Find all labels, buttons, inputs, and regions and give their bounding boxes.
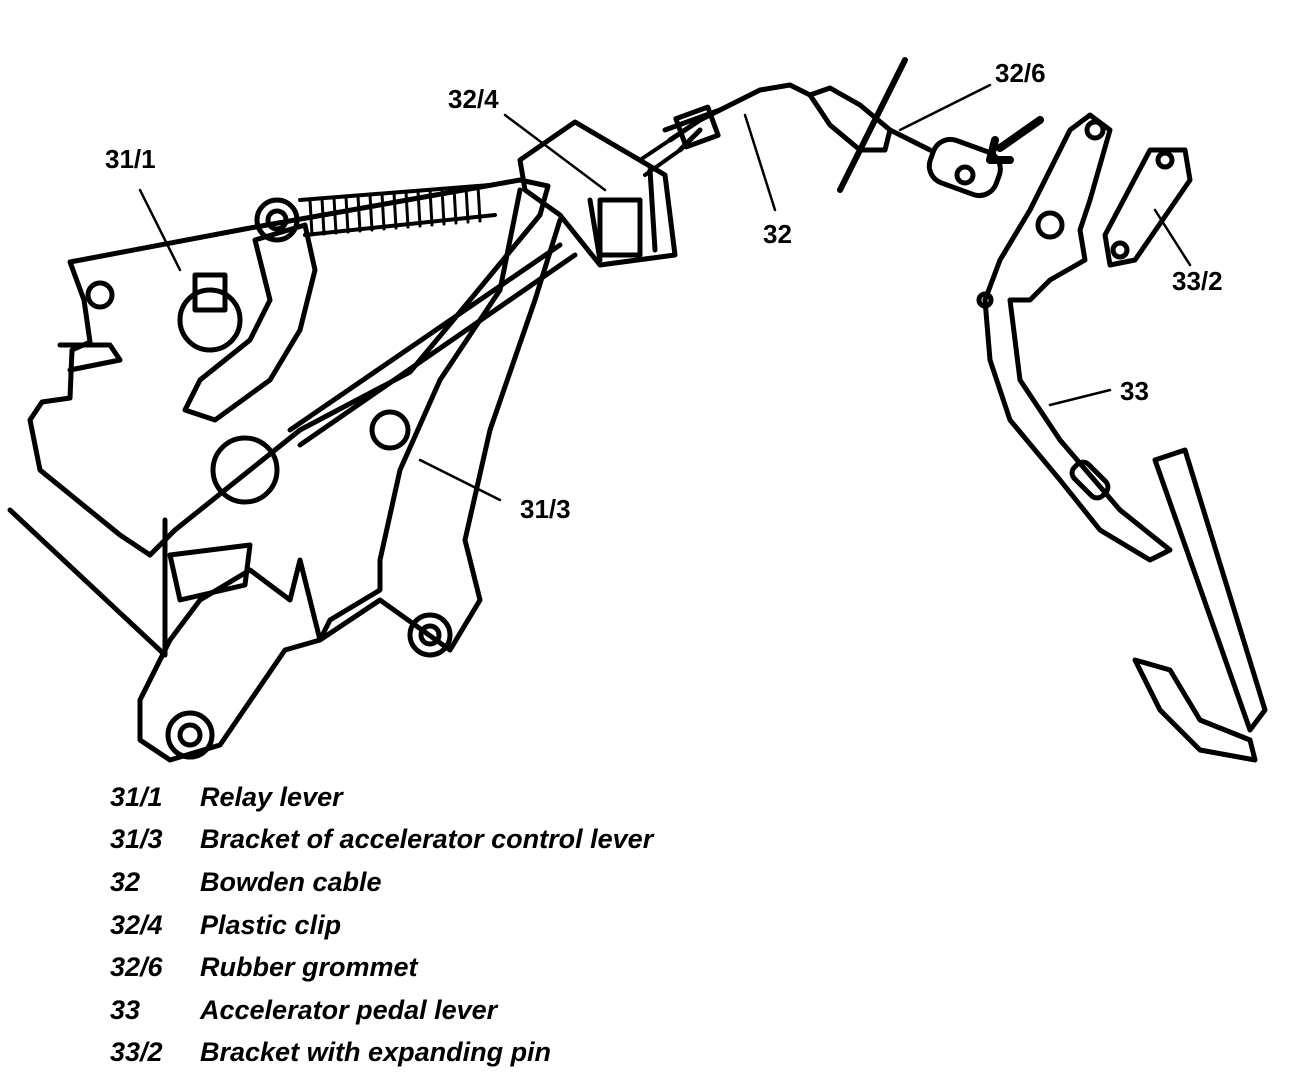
plastic-clip [517,119,678,268]
legend-row: 32/4 Plastic clip [110,904,653,947]
mounting-plate [27,177,551,558]
callout-32: 32 [763,219,792,249]
legend-row: 33 Accelerator pedal lever [110,989,653,1032]
expanding-pin-bracket [1102,147,1193,268]
legend-code: 32 [110,866,141,897]
accelerator-pedal-lever [982,112,1173,563]
callout-33: 33 [1120,376,1149,406]
legend-code: 31/1 [110,781,163,812]
callout-31-3: 31/3 [520,494,571,524]
relay-lever-bolt [254,197,300,243]
legend-code: 33 [110,994,141,1025]
legend-row: 33/2 Bracket with expanding pin [110,1032,653,1075]
rubber-grommet [807,85,893,153]
legend-description: Rubber grommet [200,952,418,983]
legend-description: Bracket with expanding pin [200,1037,552,1068]
legend-code: 32/6 [110,952,163,983]
legend-row: 31/1 Relay lever [110,776,653,819]
legend-row: 31/3 Bracket of accelerator control leve… [110,819,653,862]
bracket-nut-left [165,710,215,760]
relay-lever [182,222,318,423]
legend-description: Plastic clip [200,909,342,940]
callout-31-1: 31/1 [105,144,156,174]
cable-end-eye [926,136,1003,199]
callout-32-4: 32/4 [448,84,499,114]
parts-legend: 31/1 Relay lever 31/3 Bracket of acceler… [110,776,653,1074]
callout-32-6: 32/6 [995,58,1046,88]
legend-code: 31/3 [110,824,163,855]
accelerator-bracket [137,187,563,763]
legend-code: 32/4 [110,909,163,940]
firewall-line [837,57,908,193]
legend-row: 32 Bowden cable [110,861,653,904]
linkage-rod [287,242,578,448]
bracket-nut-right [407,612,453,658]
legend-description: Accelerator pedal lever [200,994,498,1025]
plate-nut [177,287,243,353]
return-spring [298,183,497,237]
bowden-cable [667,82,813,143]
legend-description: Bracket of accelerator control lever [200,824,654,855]
ball-joint [210,435,280,505]
legend-description: Relay lever [200,781,343,812]
legend-code: 33/2 [110,1037,163,1068]
legend-row: 32/6 Rubber grommet [110,946,653,989]
pedal-pad [1152,447,1268,733]
direction-arrow [986,116,1044,164]
callout-33-2: 33/2 [1172,266,1223,296]
legend-description: Bowden cable [200,866,382,897]
